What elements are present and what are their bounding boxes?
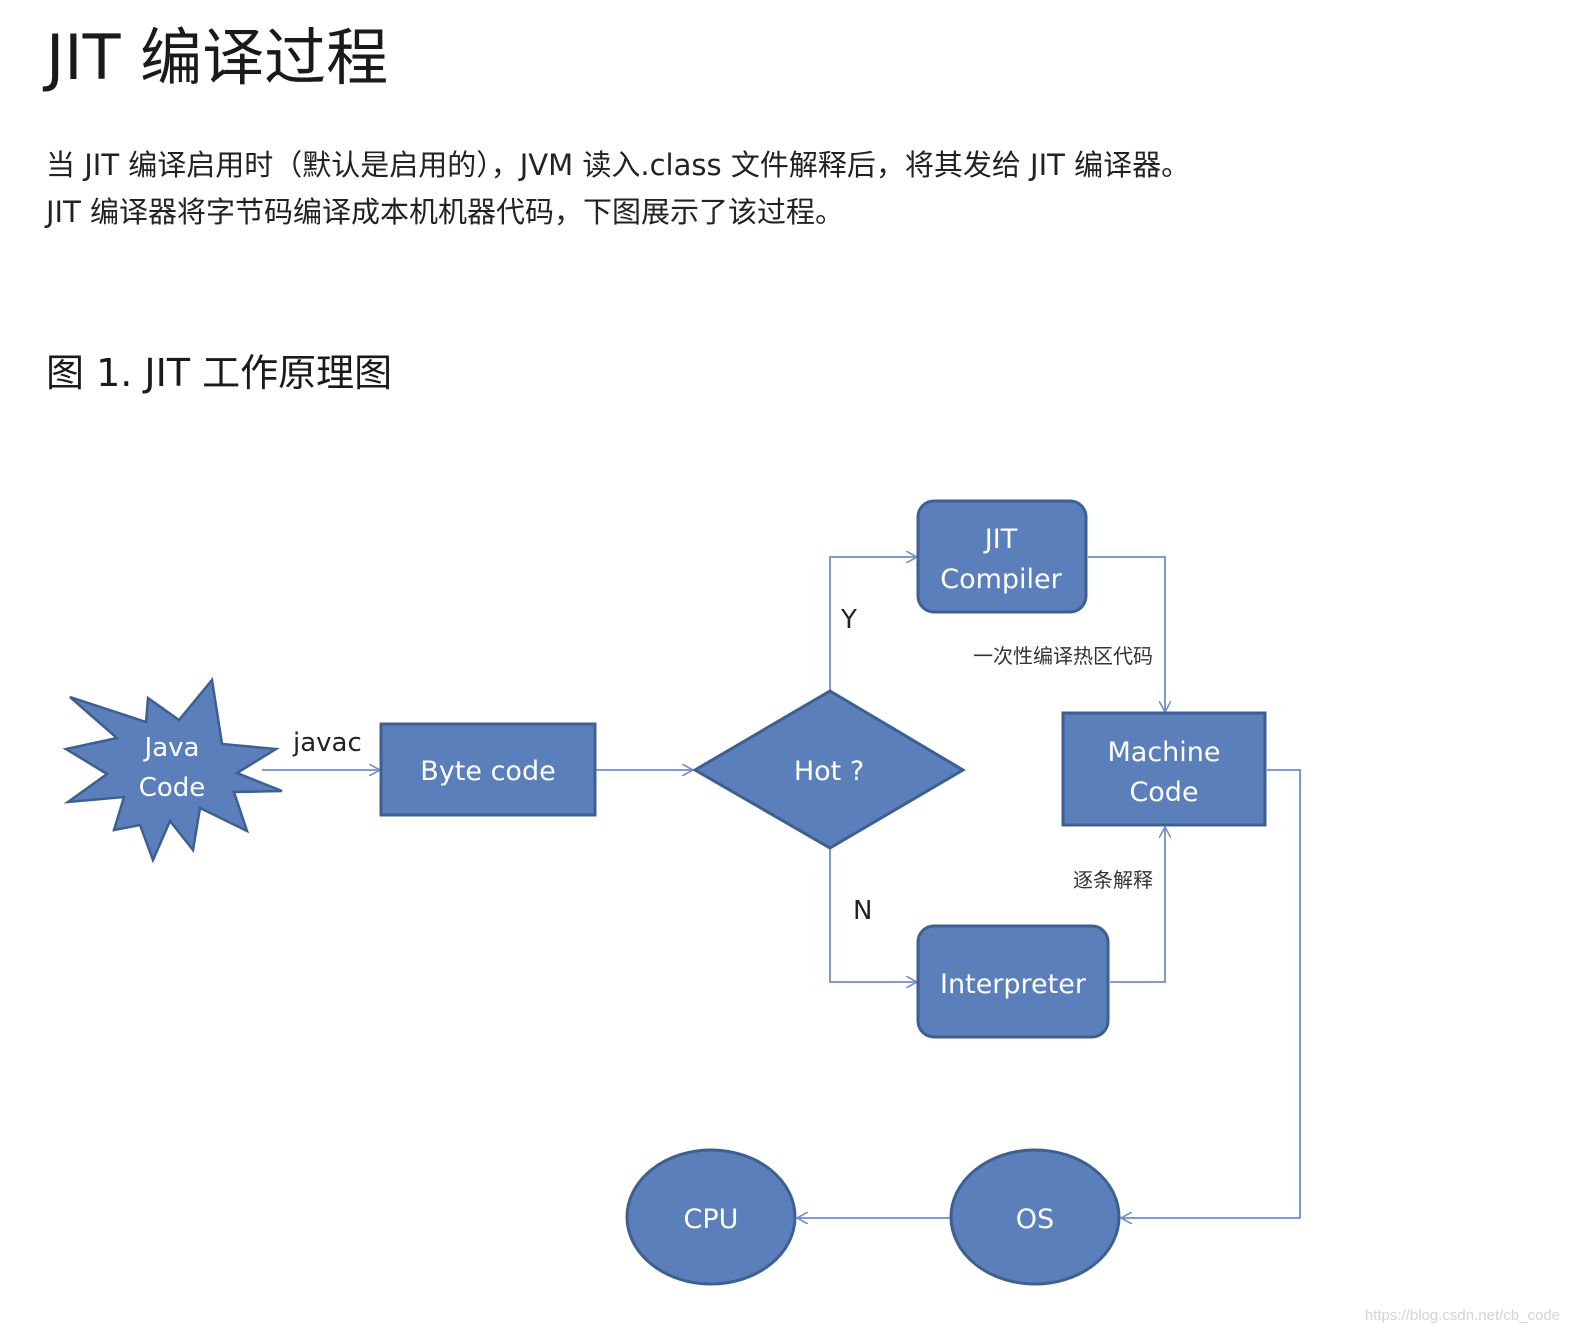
byte-code-label: Byte code xyxy=(420,756,555,787)
os-node: OS xyxy=(949,1148,1121,1286)
watermark: https://blog.csdn.net/cb_code xyxy=(1364,1307,1560,1324)
jit-compiler-label-line-1: JIT xyxy=(983,524,1018,555)
cpu-label: CPU xyxy=(684,1204,739,1235)
jit-compiler-node: JIT Compiler xyxy=(916,499,1088,614)
machine-code-label-line-2: Code xyxy=(1129,777,1198,808)
jit-compiler-box xyxy=(916,499,1088,614)
interpret-note: 逐条解释 xyxy=(1073,868,1153,892)
byte-code-box xyxy=(379,722,597,817)
arrow-machine-code-to-os xyxy=(1121,769,1301,1218)
hot-decision-node: Hot ? xyxy=(692,689,966,850)
jit-compiler-label-line-2: Compiler xyxy=(940,564,1062,595)
jit-compile-note: 一次性编译热区代码 xyxy=(973,644,1153,668)
machine-code-box xyxy=(1061,711,1267,827)
arrow-jit-to-machine-code xyxy=(1088,556,1165,712)
intro-paragraph: 当 JIT 编译启用时（默认是启用的），JVM 读入.class 文件解释后，将… xyxy=(46,142,1190,236)
arrow-hot-to-interpreter xyxy=(829,848,917,982)
java-code-label-line-1: Java xyxy=(143,733,200,763)
yes-branch-label: Y xyxy=(840,605,857,635)
java-code-label-line-2: Code xyxy=(139,773,206,803)
javac-label: javac xyxy=(292,728,362,758)
cpu-ellipse xyxy=(625,1148,797,1286)
arrow-interpreter-to-machine-code xyxy=(1110,827,1165,983)
hot-decision-diamond xyxy=(692,689,966,850)
intro-line-1: 当 JIT 编译启用时（默认是启用的），JVM 读入.class 文件解释后，将… xyxy=(46,148,1191,182)
page-title: JIT 编译过程 xyxy=(46,21,389,94)
machine-code-node: Machine Code xyxy=(1061,711,1267,827)
figure-caption: 图 1. JIT 工作原理图 xyxy=(46,351,393,395)
interpreter-box xyxy=(916,924,1110,1039)
cpu-node: CPU xyxy=(625,1148,797,1286)
machine-code-label-line-1: Machine xyxy=(1107,737,1220,768)
hot-decision-label: Hot ? xyxy=(794,756,864,787)
java-code-starburst xyxy=(62,677,283,864)
java-code-node: Java Code xyxy=(62,677,283,864)
byte-code-node: Byte code xyxy=(379,722,597,817)
os-ellipse xyxy=(949,1148,1121,1286)
arrow-hot-to-jit xyxy=(829,557,917,690)
os-label: OS xyxy=(1016,1204,1054,1235)
interpreter-node: Interpreter xyxy=(916,924,1110,1039)
interpreter-label: Interpreter xyxy=(940,969,1087,1000)
intro-line-2: JIT 编译器将字节码编译成本机机器代码，下图展示了该过程。 xyxy=(46,195,845,229)
connectors xyxy=(262,556,1301,1218)
no-branch-label: N xyxy=(853,896,872,926)
